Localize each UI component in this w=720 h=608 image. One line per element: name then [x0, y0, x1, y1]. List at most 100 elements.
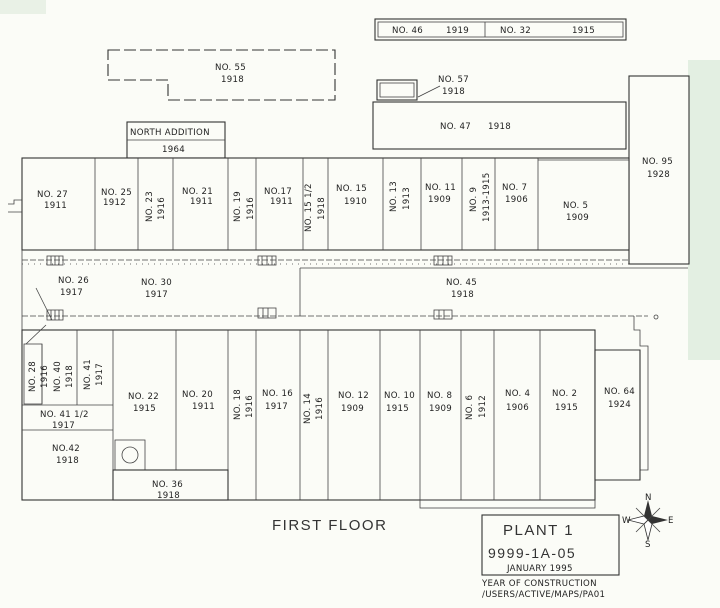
- building-25-number: NO. 25: [101, 188, 132, 198]
- building-57-number: NO. 57: [438, 75, 469, 85]
- building-19-year: 1916: [246, 197, 256, 220]
- building-47[interactable]: [372, 101, 627, 150]
- building-36[interactable]: [112, 469, 229, 501]
- building-57[interactable]: [376, 79, 441, 101]
- building-28-year: 1916: [40, 365, 50, 388]
- north-addition-year: 1964: [162, 145, 185, 155]
- building-26-number: NO. 26: [58, 276, 89, 286]
- compass-east: E: [668, 516, 674, 526]
- building-47-number: NO. 47: [440, 122, 471, 132]
- building-41-half-year: 1917: [52, 421, 75, 431]
- building-4-year: 1906: [506, 403, 529, 413]
- building-45-number: NO. 45: [446, 278, 477, 288]
- building-95[interactable]: [628, 75, 690, 265]
- building-2-year: 1915: [555, 403, 578, 413]
- building-11-number: NO. 11: [425, 183, 456, 193]
- north-block: [8, 157, 630, 251]
- legend-file-path: /USERS/ACTIVE/MAPS/PA01: [482, 590, 605, 600]
- building-55-year: 1918: [221, 75, 244, 85]
- compass-rose-icon: [627, 500, 668, 541]
- building-21-number: NO. 21: [182, 187, 213, 197]
- building-36-year: 1918: [157, 491, 180, 501]
- building-30-number: NO. 30: [141, 278, 172, 288]
- building-64-number: NO. 64: [604, 387, 635, 397]
- building-17-year: 1911: [270, 197, 293, 207]
- building-36-number: NO. 36: [152, 480, 183, 490]
- building-40-number: NO. 40: [53, 361, 63, 392]
- building-26-year: 1917: [60, 288, 83, 298]
- compass-north: N: [645, 493, 652, 503]
- building-40-year: 1918: [65, 365, 75, 388]
- corner-tint: [0, 0, 46, 14]
- building-23-year: 1916: [157, 197, 167, 220]
- title-block: [481, 514, 620, 576]
- building-45-year: 1918: [451, 290, 474, 300]
- building-27-number: NO. 27: [37, 190, 68, 200]
- building-20-number: NO. 20: [182, 390, 213, 400]
- building-41-number: NO. 41: [83, 359, 93, 390]
- building-42-number: NO.42: [52, 444, 80, 454]
- building-13-number: NO. 13: [389, 181, 399, 212]
- building-15-number: NO. 15: [336, 184, 367, 194]
- building-7-number: NO. 7: [502, 183, 527, 193]
- building-6-number: NO. 6: [465, 395, 475, 420]
- plant-title: PLANT 1: [503, 522, 574, 539]
- building-16-year: 1917: [265, 402, 288, 412]
- building-20-year: 1911: [192, 402, 215, 412]
- building-6-year: 1912: [478, 395, 488, 418]
- building-7-year: 1906: [505, 195, 528, 205]
- building-25-year: 1912: [103, 198, 126, 208]
- building-14-number: NO. 14: [303, 393, 313, 424]
- building-21-year: 1911: [190, 197, 213, 207]
- building-32-number: NO. 32: [500, 26, 531, 36]
- building-2-number: NO. 2: [552, 389, 577, 399]
- building-14-year: 1916: [315, 397, 325, 420]
- floor-label: FIRST FLOOR: [272, 517, 387, 534]
- building-15-half-year: 1918: [317, 197, 327, 220]
- building-46-32[interactable]: [374, 18, 627, 41]
- building-47-year: 1918: [488, 122, 511, 132]
- building-55[interactable]: [107, 49, 336, 101]
- plan-date: JANUARY 1995: [506, 564, 573, 574]
- building-9-year: 1913-1915: [482, 172, 492, 222]
- building-5-number: NO. 5: [563, 201, 588, 211]
- building-9-number: NO. 9: [469, 187, 479, 212]
- building-41-year: 1917: [95, 363, 105, 386]
- building-16-number: NO. 16: [262, 389, 293, 399]
- building-95-number: NO. 95: [642, 157, 673, 167]
- building-64-year: 1924: [608, 400, 631, 410]
- building-8-number: NO. 8: [427, 391, 452, 401]
- building-32-year: 1915: [572, 26, 595, 36]
- building-28-number: NO. 28: [28, 361, 38, 392]
- north-addition-label: NORTH ADDITION: [130, 128, 210, 138]
- building-46-number: NO. 46: [392, 26, 423, 36]
- building-15-half-number: NO. 15 1/2: [304, 183, 314, 232]
- building-4-number: NO. 4: [505, 389, 530, 399]
- building-10-number: NO. 10: [384, 391, 415, 401]
- building-22-number: NO. 22: [128, 392, 159, 402]
- building-13-year: 1913: [402, 187, 412, 210]
- building-10-year: 1915: [386, 404, 409, 414]
- building-12-year: 1909: [341, 404, 364, 414]
- building-22-year: 1915: [133, 404, 156, 414]
- building-23-number: NO. 23: [145, 191, 155, 222]
- building-18-number: NO. 18: [233, 389, 243, 420]
- building-19-number: NO. 19: [233, 191, 243, 222]
- building-8-year: 1909: [429, 404, 452, 414]
- building-27-year: 1911: [44, 201, 67, 211]
- building-57-year: 1918: [442, 87, 465, 97]
- building-95-year: 1928: [647, 170, 670, 180]
- plant-code: 9999-1A-05: [488, 545, 576, 561]
- background-tint: [688, 60, 720, 360]
- building-12-number: NO. 12: [338, 391, 369, 401]
- compass-south: S: [645, 540, 651, 550]
- building-41-half-number: NO. 41 1/2: [40, 410, 89, 420]
- building-5-year: 1909: [566, 213, 589, 223]
- building-46-year: 1919: [446, 26, 469, 36]
- building-55-number: NO. 55: [215, 63, 246, 73]
- building-15-year: 1910: [344, 197, 367, 207]
- building-11-year: 1909: [428, 195, 451, 205]
- compass-west: W: [622, 516, 631, 526]
- legend-year-of-construction: YEAR OF CONSTRUCTION: [481, 579, 597, 589]
